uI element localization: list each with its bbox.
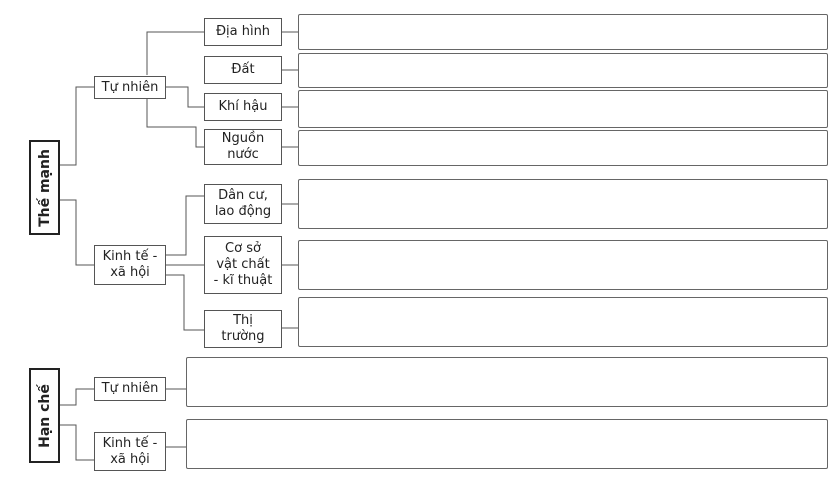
group-han-che-tu-nhien: Tự nhiên (94, 377, 166, 401)
factor-thi-truong: Thị trường (204, 310, 282, 348)
connector-kinhte-dancu (166, 195, 204, 256)
root-han-che: Hạn chế (29, 368, 60, 463)
answer-box-dat[interactable] (298, 53, 828, 88)
factor-dat: Đất (204, 56, 282, 84)
connector-tunhien-diahinh (146, 31, 204, 75)
connector-tunhien-khihau (166, 86, 204, 108)
factor-dia-hinh: Địa hình (204, 18, 282, 46)
connector-hanche-kinhte (60, 424, 94, 461)
group-kinh-te-xa-hoi: Kinh tế - xã hội (94, 245, 166, 285)
connector-theman-kinhte (60, 199, 94, 266)
answer-box-co-so[interactable] (298, 240, 828, 290)
factor-khi-hau: Khí hậu (204, 93, 282, 121)
answer-box-han-che-kinh-te-xa-hoi[interactable] (186, 419, 828, 469)
connector-kinhte-thitruong (166, 274, 204, 331)
connector-tunhien-nguonnuoc (146, 99, 204, 148)
factor-dan-cu-lao-dong: Dân cư, lao động (204, 184, 282, 224)
answer-box-thi-truong[interactable] (298, 297, 828, 347)
answer-box-han-che-tu-nhien[interactable] (186, 357, 828, 407)
answer-box-dan-cu[interactable] (298, 179, 828, 229)
answer-box-nguon-nuoc[interactable] (298, 130, 828, 166)
root-the-manh: Thế mạnh (29, 140, 60, 235)
connector-theman-tunhien (60, 86, 94, 166)
root-han-che-label: Hạn chế (36, 383, 53, 448)
group-tu-nhien: Tự nhiên (94, 76, 166, 99)
factor-nguon-nuoc: Nguồn nước (204, 129, 282, 165)
answer-box-dia-hinh[interactable] (298, 14, 828, 50)
root-the-manh-label: Thế mạnh (36, 148, 53, 227)
answer-box-khi-hau[interactable] (298, 90, 828, 128)
connector-hanche-tunhien (60, 388, 94, 406)
factor-co-so-vat-chat: Cơ sở vật chất - kĩ thuật (204, 236, 282, 294)
group-han-che-kinh-te-xa-hoi: Kinh tế - xã hội (94, 432, 166, 471)
